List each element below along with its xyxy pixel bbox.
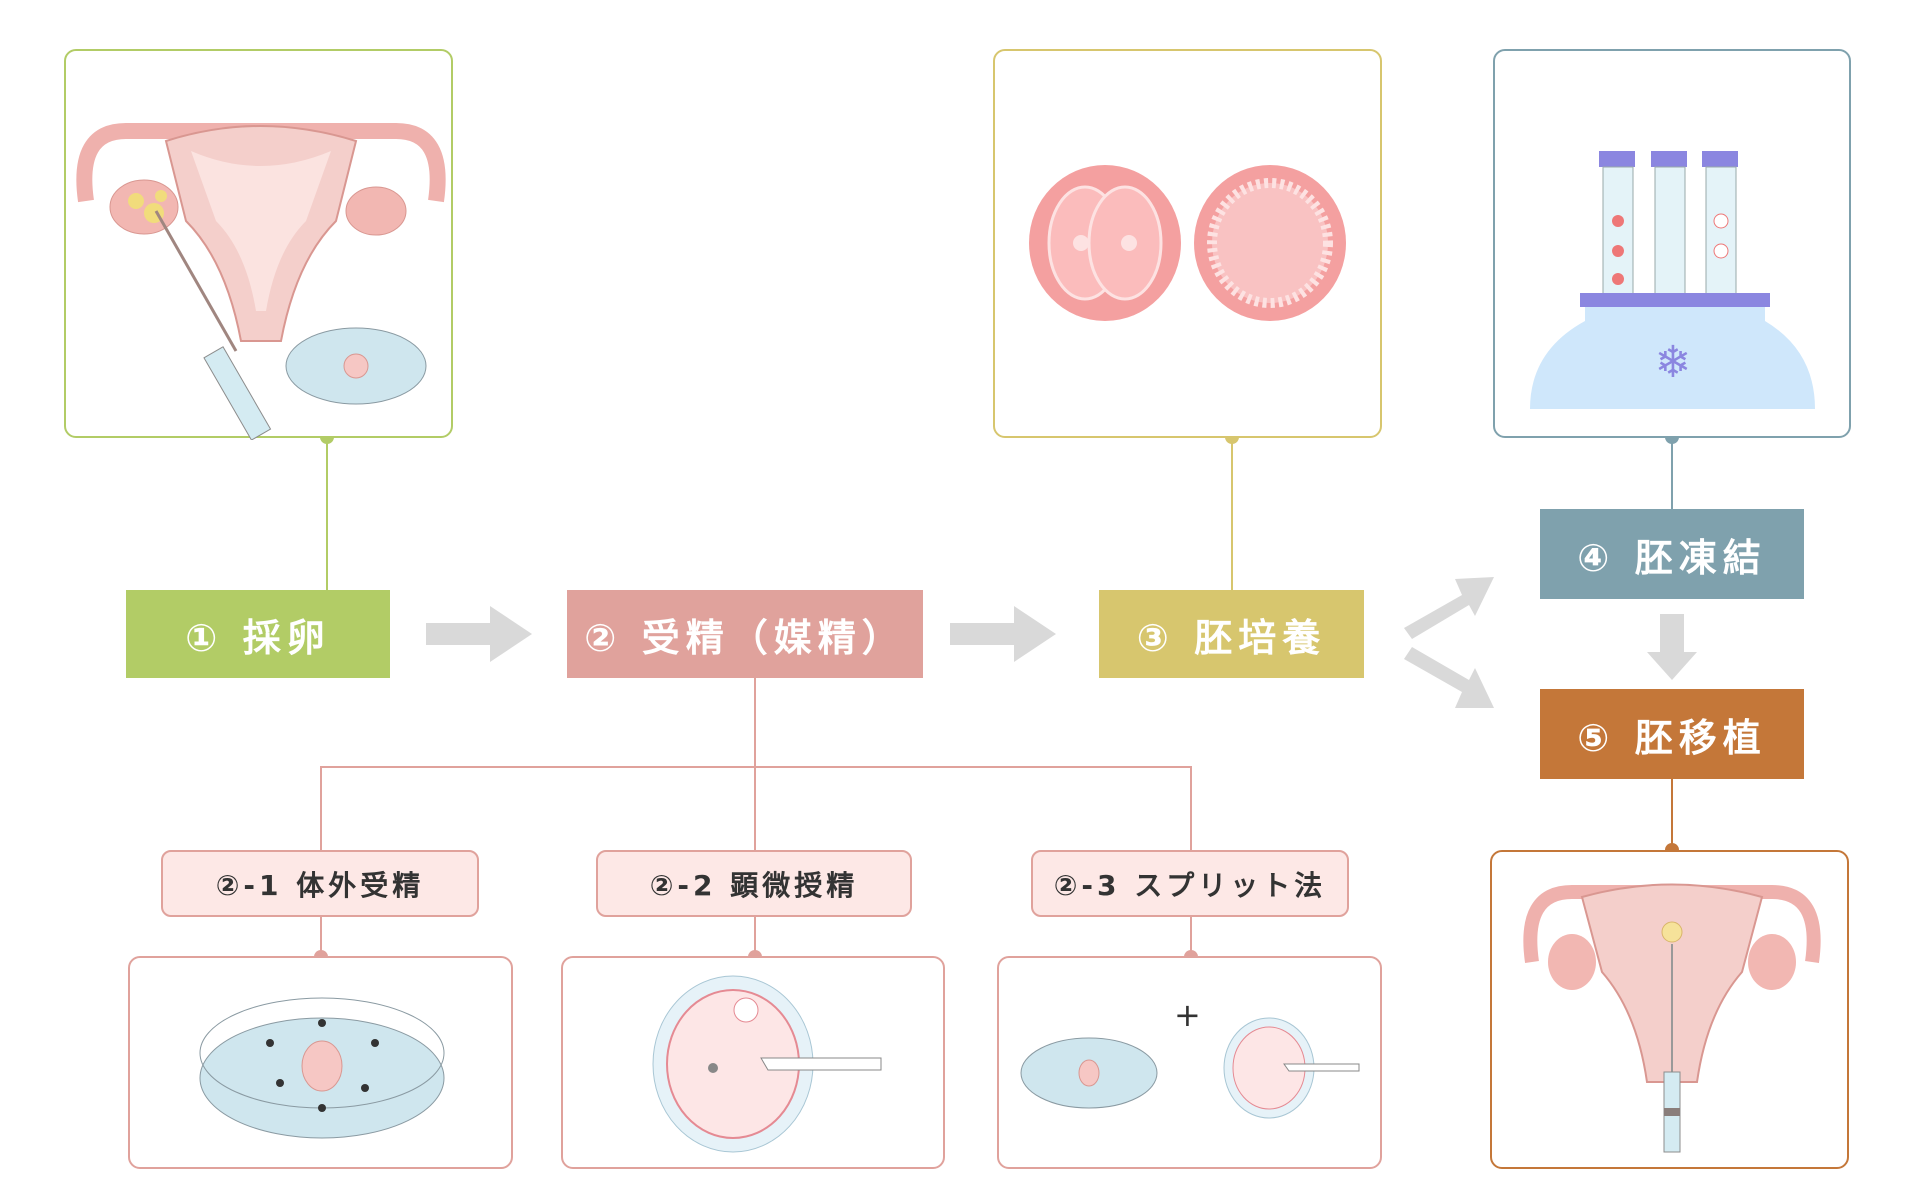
substep-split[interactable]: ②-3 スプリット法 bbox=[1031, 850, 1349, 917]
uterus-needle-dish-icon bbox=[76, 123, 446, 440]
split-method-icon bbox=[1020, 1017, 1360, 1119]
substep-icsi[interactable]: ②-2 顕微授精 bbox=[596, 850, 912, 917]
bracket-bar bbox=[320, 766, 1192, 768]
freezer-tubes-icon: ❄ bbox=[1530, 151, 1815, 409]
step-embryo-freezing[interactable]: ④ 胚凍結 bbox=[1540, 509, 1804, 599]
illustration-icsi bbox=[561, 956, 945, 1169]
connector-step3 bbox=[1231, 437, 1233, 590]
illustration-ivf bbox=[128, 956, 513, 1169]
connector-sub2 bbox=[754, 917, 756, 957]
step-embryo-transfer[interactable]: ⑤ 胚移植 bbox=[1540, 689, 1804, 779]
illustration-embryo-freezing: ❄ bbox=[1493, 49, 1851, 438]
icsi-pipette-icon bbox=[652, 975, 882, 1153]
arrow-down-right-icon bbox=[1404, 647, 1494, 708]
step-egg-retrieval[interactable]: ① 採卵 bbox=[126, 590, 390, 678]
illustration-embryo-transfer bbox=[1490, 850, 1849, 1169]
bracket-left bbox=[320, 766, 322, 850]
connector-step5 bbox=[1671, 779, 1673, 850]
connector-step1 bbox=[326, 437, 328, 590]
bracket-stem bbox=[754, 678, 756, 850]
illustration-split: + bbox=[997, 956, 1382, 1169]
petri-dish-sperm-icon bbox=[199, 997, 445, 1139]
step-fertilization[interactable]: ② 受精（媒精） bbox=[567, 590, 923, 678]
bracket-right bbox=[1190, 766, 1192, 850]
arrow-up-right-icon bbox=[1404, 577, 1494, 639]
plus-sign: + bbox=[1174, 996, 1201, 1034]
arrow-right-icon bbox=[950, 606, 1056, 662]
illustration-egg-retrieval bbox=[64, 49, 453, 440]
arrow-down-icon bbox=[1647, 614, 1697, 680]
uterus-catheter-icon bbox=[1523, 883, 1821, 1153]
substep-ivf[interactable]: ②-1 体外受精 bbox=[161, 850, 479, 917]
arrow-right-icon bbox=[426, 606, 532, 662]
step-embryo-culture[interactable]: ③ 胚培養 bbox=[1099, 590, 1364, 678]
snowflake-icon: ❄ bbox=[1655, 337, 1692, 388]
embryo-icon bbox=[1029, 165, 1346, 321]
connector-sub3 bbox=[1190, 917, 1192, 957]
connector-step4 bbox=[1671, 437, 1673, 509]
connector-sub1 bbox=[320, 917, 322, 957]
illustration-embryo-culture bbox=[993, 49, 1382, 438]
